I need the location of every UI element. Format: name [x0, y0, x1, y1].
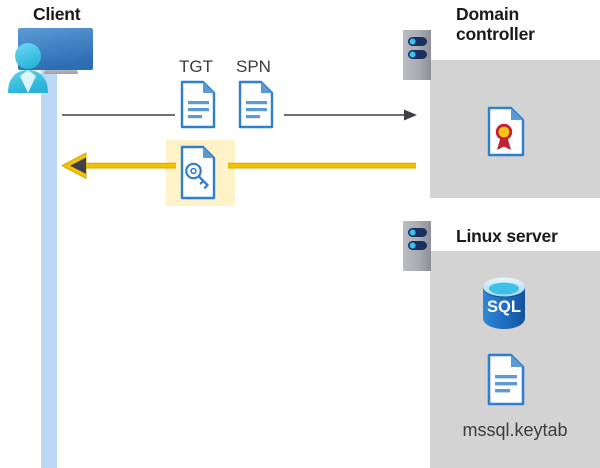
spn-label: SPN: [236, 57, 271, 76]
tgt-label: TGT: [179, 57, 213, 76]
client-lifeline: [41, 70, 57, 468]
domain-controller-title-line1: Domain: [456, 4, 519, 24]
domain-controller-title: Domain controller: [456, 4, 586, 44]
domain-controller-server-icon: [403, 30, 431, 80]
linux-server-title: Linux server: [456, 226, 558, 246]
domain-controller-title-line2: controller: [456, 24, 535, 44]
request-arrow-right: [62, 109, 417, 121]
key-message-highlight: [166, 140, 235, 206]
spn-document-icon: [238, 80, 274, 129]
response-arrow-left: [61, 152, 416, 179]
client-title: Client: [33, 4, 81, 24]
tgt-document-icon: [180, 80, 216, 129]
domain-controller-panel: [430, 60, 600, 198]
keytab-filename-label: mssql.keytab: [462, 420, 568, 440]
linux-server-icon: [403, 221, 431, 271]
